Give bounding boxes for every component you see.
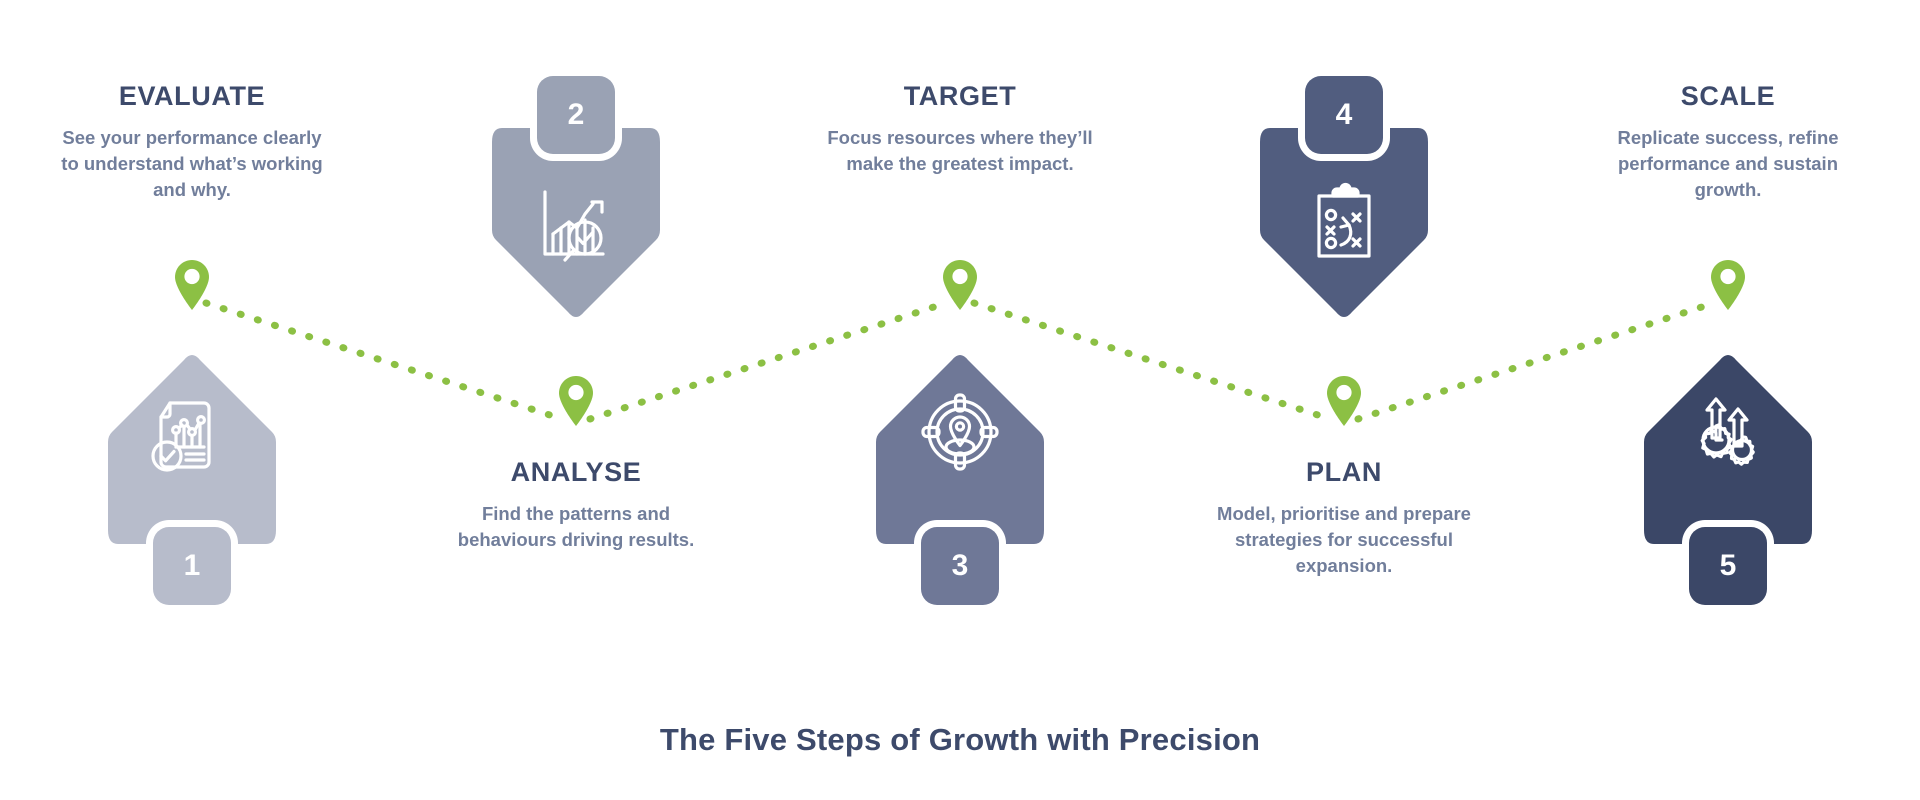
step-text-block: TARGET Focus resources where they’ll mak…: [768, 81, 1152, 177]
step-title: TARGET: [903, 81, 1017, 111]
house-polygon: [876, 355, 1044, 544]
step-title: SCALE: [1680, 81, 1776, 111]
step-description: Replicate success, refine performance an…: [1617, 126, 1839, 201]
step-number: 4: [1335, 98, 1353, 131]
step-number: 5: [1719, 549, 1737, 582]
map-pin-icon[interactable]: [557, 375, 595, 427]
step-description: Focus resources where they’ll make the g…: [827, 126, 1093, 174]
footer-title: The Five Steps of Growth with Precision: [659, 722, 1261, 757]
step-title: ANALYSE: [510, 457, 642, 487]
step-text-block: SCALE Replicate success, refine performa…: [1536, 81, 1920, 203]
step-number: 1: [183, 549, 201, 582]
step-number-badge[interactable]: 2: [537, 76, 615, 154]
map-pin-icon[interactable]: [1325, 375, 1363, 427]
step-description: Find the patterns and behaviours driving…: [457, 502, 695, 550]
map-pin-icon[interactable]: [173, 259, 211, 311]
step-description: See your performance clearly to understa…: [61, 126, 323, 201]
step-number-badge[interactable]: 1: [153, 527, 231, 605]
house-polygon: [1260, 128, 1428, 317]
step-number-badge[interactable]: 4: [1305, 76, 1383, 154]
step-4[interactable]: PLAN Model, prioritise and prepare strat…: [1152, 0, 1536, 800]
step-number: 2: [567, 98, 585, 131]
step-title: PLAN: [1306, 457, 1382, 487]
step-text-block: ANALYSE Find the patterns and behaviours…: [384, 457, 768, 553]
map-pin-icon[interactable]: [941, 259, 979, 311]
house-polygon: [108, 355, 276, 544]
step-3[interactable]: TARGET Focus resources where they’ll mak…: [768, 0, 1152, 800]
map-pin-icon[interactable]: [1709, 259, 1747, 311]
step-number: 3: [951, 549, 969, 582]
step-1[interactable]: EVALUATE See your performance clearly to…: [0, 0, 384, 800]
step-5[interactable]: SCALE Replicate success, refine performa…: [1536, 0, 1920, 800]
step-house-shape[interactable]: [384, 128, 768, 358]
step-description: Model, prioritise and prepare strategies…: [1217, 502, 1471, 577]
step-number-badge[interactable]: 5: [1689, 527, 1767, 605]
step-text-block: PLAN Model, prioritise and prepare strat…: [1152, 457, 1536, 579]
step-text-block: EVALUATE See your performance clearly to…: [0, 81, 384, 203]
step-house-shape[interactable]: [1152, 128, 1536, 358]
house-polygon: [492, 128, 660, 317]
step-2[interactable]: ANALYSE Find the patterns and behaviours…: [384, 0, 768, 800]
step-number-badge[interactable]: 3: [921, 527, 999, 605]
step-title: EVALUATE: [118, 81, 266, 111]
house-polygon: [1644, 355, 1812, 544]
